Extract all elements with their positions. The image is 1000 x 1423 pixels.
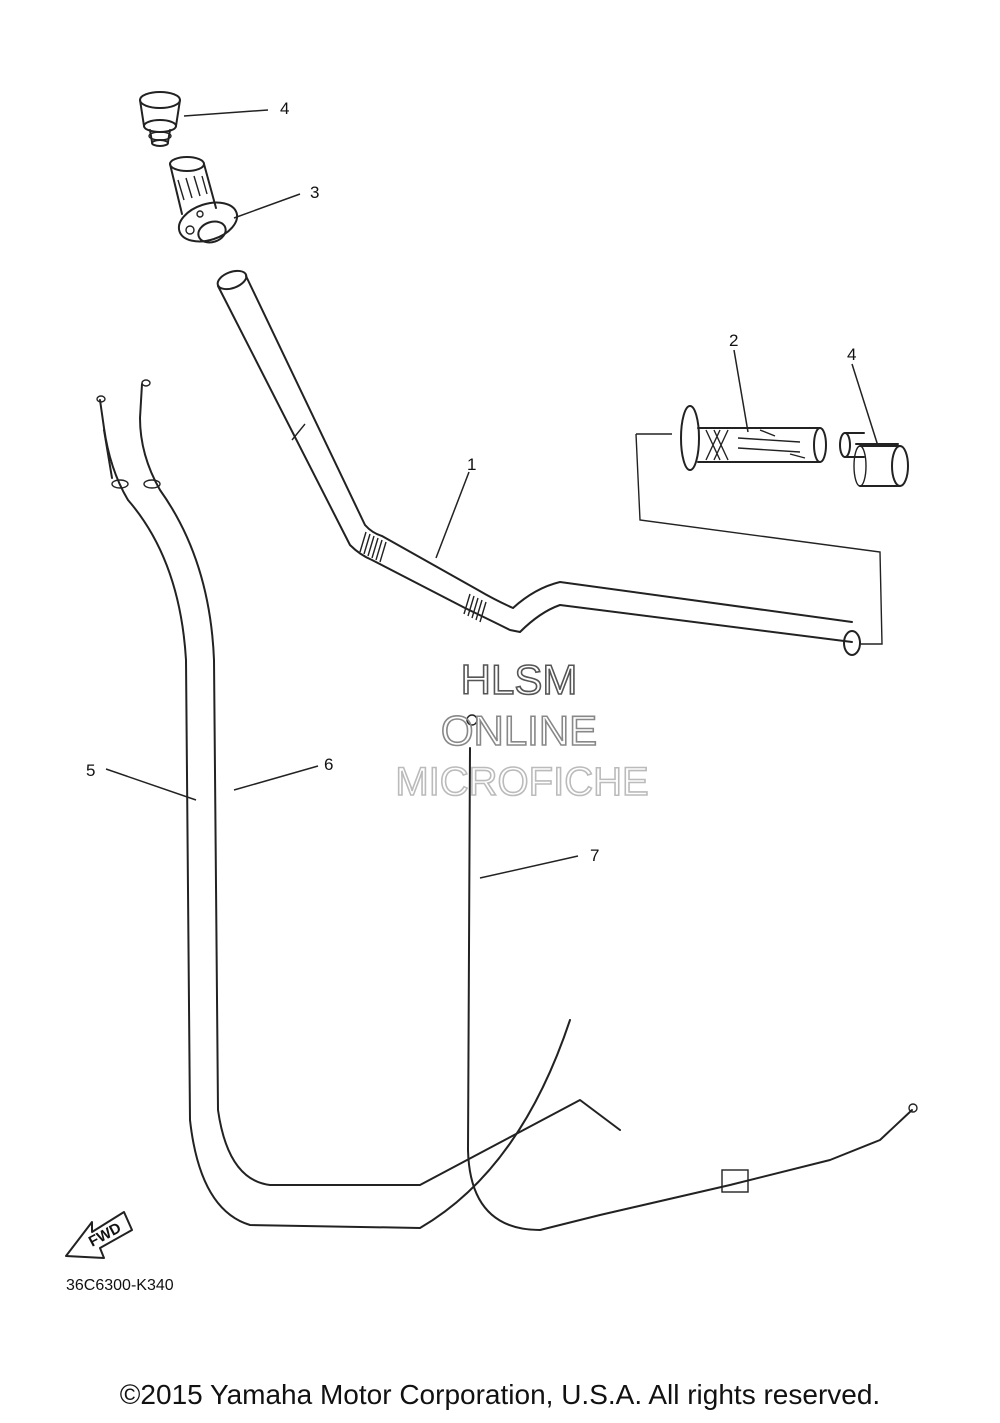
callout-4-right: 4 xyxy=(847,345,856,364)
install-frame xyxy=(635,433,883,645)
fwd-arrow-icon: FWD xyxy=(65,1211,133,1259)
diagram-code: 36C6300-K340 xyxy=(66,1277,174,1294)
callout-2: 2 xyxy=(729,331,738,350)
handlebar xyxy=(216,269,861,656)
right-grip-end-weight xyxy=(839,432,909,487)
copyright-notice: ©2015 Yamaha Motor Corporation, U.S.A. A… xyxy=(120,1379,880,1410)
right-grip xyxy=(680,405,827,471)
throttle-cable-5 xyxy=(96,395,571,1229)
watermark-line-3: MICROFICHE xyxy=(395,760,648,804)
watermark-line-1: HLSM xyxy=(461,656,578,703)
watermark-line-2: ONLINE xyxy=(441,707,597,754)
clutch-cable-7 xyxy=(466,714,918,1231)
left-grip-end-weight xyxy=(139,91,181,147)
left-throttle-grip xyxy=(169,156,217,215)
callout-1: 1 xyxy=(467,455,476,474)
callout-7: 7 xyxy=(590,846,599,865)
callout-5: 5 xyxy=(86,761,95,780)
callout-6: 6 xyxy=(324,755,333,774)
callout-4-top: 4 xyxy=(280,99,289,118)
throttle-cable-6 xyxy=(139,379,621,1186)
callout-3: 3 xyxy=(310,183,319,202)
throttle-housing xyxy=(177,201,239,244)
leader-lines xyxy=(105,109,879,879)
